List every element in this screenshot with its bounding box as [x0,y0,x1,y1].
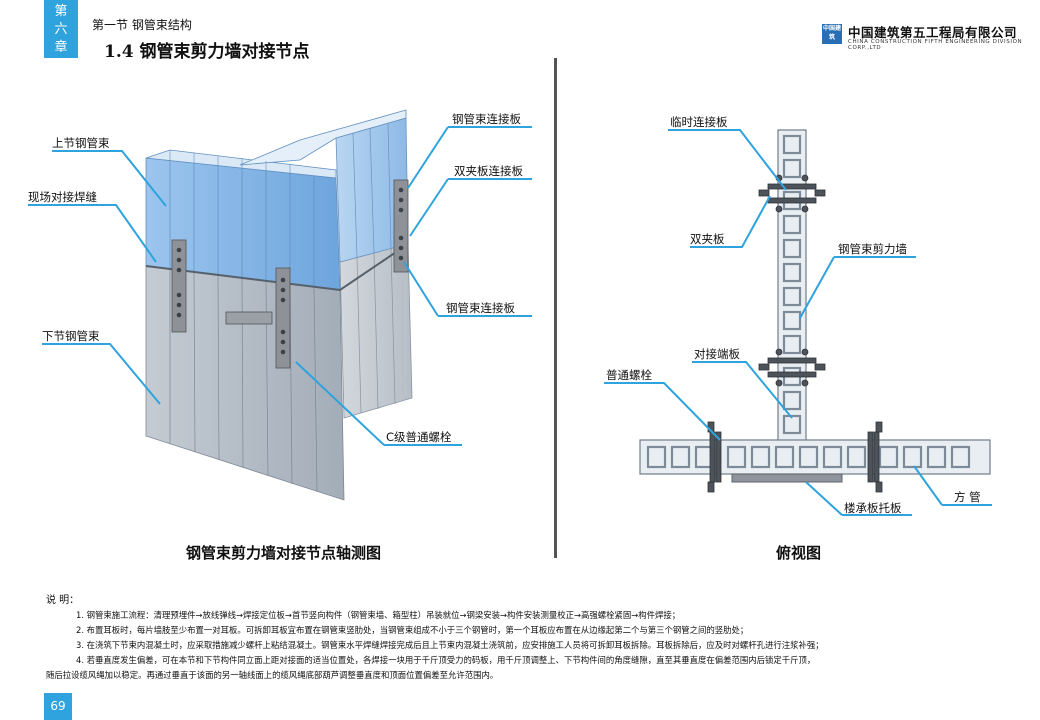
page-title: 1.4 钢管束剪力墙对接节点 [104,42,310,62]
chapter-tab-char: 章 [54,40,68,55]
label-connect-plate-bottom: 钢管束连接板 [446,301,515,315]
chapter-tab-char: 六 [54,22,68,37]
label-double-clamp-plate: 双夹板连接板 [454,164,523,178]
company-name-cn: 中国建筑第五工程局有限公司 [848,25,1018,40]
note-item: 3. 在浇筑下节束内混凝土时，应采取措施减少螺杆上粘结混凝土。钢管束水平焊缝焊接… [76,640,824,650]
connection-plates [171,179,409,369]
notes-section: 说 明： 1. 钢管束施工流程：清理预埋件→放线弹线→焊接定位板→首节竖向构件（… [46,593,1016,683]
label-end-plate: 对接端板 [694,347,740,361]
page-number: 69 [44,693,72,720]
label-connect-plate-top: 钢管束连接板 [452,112,521,126]
label-lower-tube: 下节钢管束 [42,329,100,343]
chapter-tab: 第 六 章 [44,0,78,58]
figure-divider [554,58,557,558]
label-double-clamp: 双夹板 [690,232,725,246]
note-item: 2. 布置耳板时，每片墙肢至少布置一对耳板。可拆卸耳板宜布置在钢管束竖肋处，当钢… [76,625,749,635]
section-label: 第一节 钢管束结构 [92,18,192,32]
note-continuation: 随后拉设缆风绳加以稳定。再通过垂直于该面的另一轴线面上的缆风绳底部葫芦调整垂直度… [46,670,499,680]
label-deck-bracket: 楼承板托板 [844,501,902,515]
caption-top-view: 俯视图 [776,544,822,562]
company-name-en: CHINA CONSTRUCTION FIFTH ENGINEERING DIV… [848,39,1023,51]
logo-text: 中国建筑 [822,25,841,41]
left-leader-lines [28,126,532,446]
caption-axonometric: 钢管束剪力墙对接节点轴测图 [186,544,382,562]
top-view-drawing [639,129,991,483]
label-c-bolt: C级普通螺栓 [386,430,452,444]
company-logo-icon: 中国建筑 [822,24,842,44]
bolt-heads [176,187,404,355]
notes-heading: 说 明： [46,595,80,606]
axonometric-wall [145,109,413,501]
label-temp-plate: 临时连接板 [670,115,728,129]
label-field-weld: 现场对接焊缝 [28,190,97,204]
label-shear-wall: 钢管束剪力墙 [838,242,907,256]
note-item: 1. 钢管束施工流程：清理预埋件→放线弹线→焊接定位板→首节竖向构件（钢管束墙、… [76,610,681,620]
top-view-bolts [707,174,883,493]
label-upper-tube: 上节钢管束 [52,136,110,150]
chapter-tab-char: 第 [54,4,68,19]
right-leader-lines [604,129,992,516]
label-common-bolt: 普通螺栓 [606,368,652,382]
note-item: 4. 若垂直度发生偏差，可在本节和下节构件同立面上距对接面的适当位置处，各焊接一… [76,655,816,665]
label-square-tube: 方 管 [954,490,981,504]
